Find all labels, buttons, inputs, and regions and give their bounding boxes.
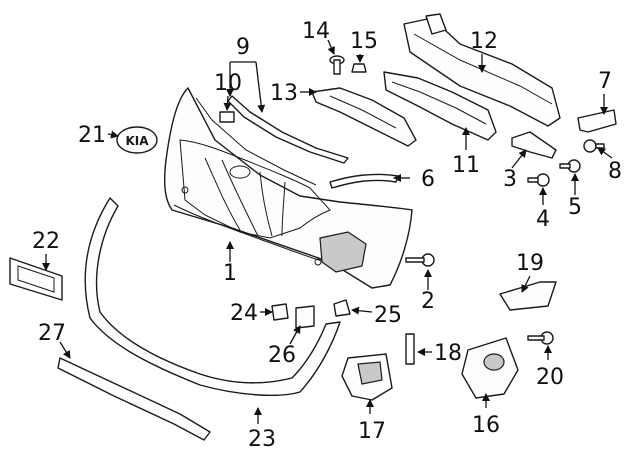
clip-10 — [219, 111, 235, 123]
callout-27: 27 — [38, 321, 66, 346]
fog-lamp-bezel-left — [341, 353, 393, 401]
bumper-cover — [163, 87, 413, 289]
callout-11: 11 — [452, 153, 480, 178]
trim-strip-6 — [329, 173, 399, 189]
kia-emblem: KIA — [116, 126, 158, 154]
side-bracket-19 — [499, 281, 557, 311]
energy-absorber — [383, 71, 497, 141]
callout-19: 19 — [516, 251, 544, 276]
callout-3: 3 — [503, 167, 517, 192]
side-bracket-7 — [577, 109, 617, 133]
clip-24 — [271, 303, 289, 321]
callout-20: 20 — [536, 365, 564, 390]
callout-25: 25 — [374, 303, 402, 328]
callout-18: 18 — [434, 341, 462, 366]
callout-1: 1 — [223, 261, 237, 286]
callout-13: 13 — [270, 81, 298, 106]
callout-9: 9 — [236, 35, 250, 60]
callout-16: 16 — [472, 413, 500, 438]
callout-26: 26 — [268, 343, 296, 368]
callout-12: 12 — [470, 29, 498, 54]
callout-23: 23 — [248, 427, 276, 452]
lower-lip-molding — [57, 357, 211, 441]
callout-14: 14 — [302, 19, 330, 44]
screw-4 — [527, 173, 550, 187]
callout-7: 7 — [598, 69, 612, 94]
bracket-3 — [511, 131, 557, 159]
callout-21: 21 — [78, 123, 106, 148]
nut-15 — [351, 63, 367, 73]
upper-bracket — [311, 87, 417, 147]
lower-skid-panel — [84, 197, 341, 397]
callout-numbers: 1 2 3 4 5 6 7 8 9 10 11 12 13 14 15 16 1… — [32, 19, 622, 452]
clip-25 — [333, 299, 351, 317]
bolt-14 — [329, 55, 345, 75]
screw-5 — [559, 159, 581, 173]
callout-17: 17 — [358, 419, 386, 444]
callout-6: 6 — [421, 167, 435, 192]
nut-8 — [583, 139, 605, 153]
callout-5: 5 — [568, 195, 582, 220]
license-bracket — [9, 257, 63, 301]
clip-26 — [295, 305, 315, 329]
bracket-18 — [405, 333, 415, 365]
callout-2: 2 — [421, 289, 435, 314]
emblem-text: KIA — [125, 134, 149, 148]
screw-20 — [527, 331, 554, 345]
callout-15: 15 — [350, 29, 378, 54]
grille-trim-strip — [227, 95, 349, 164]
callout-8: 8 — [608, 159, 622, 184]
callout-4: 4 — [536, 207, 550, 232]
callout-24: 24 — [230, 301, 258, 326]
screw-2 — [405, 253, 435, 267]
callout-10: 10 — [214, 71, 242, 96]
fog-lamp-bezel-right — [461, 337, 519, 399]
leader-lines — [42, 39, 613, 424]
callout-22: 22 — [32, 229, 60, 254]
